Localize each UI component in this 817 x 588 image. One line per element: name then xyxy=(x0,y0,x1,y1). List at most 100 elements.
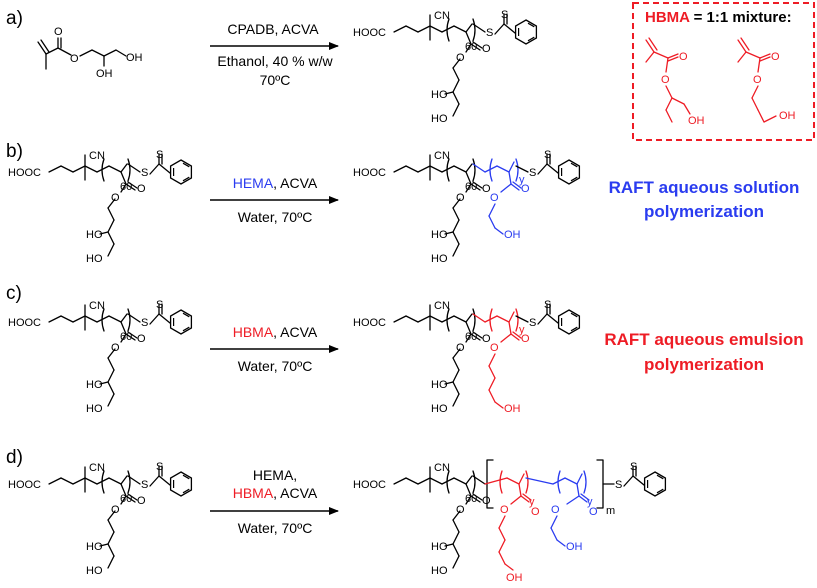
atom-O: O xyxy=(482,183,491,195)
atom-OH: OH xyxy=(126,52,143,64)
atom-O: O xyxy=(111,504,120,516)
subscript-y: y xyxy=(587,496,593,508)
atom-O: O xyxy=(661,74,670,86)
row-label-d: d) xyxy=(6,447,23,468)
atom-HO: HO xyxy=(86,229,103,241)
subscript-m: m xyxy=(606,505,615,517)
subscript-60: 60 xyxy=(120,493,132,505)
subscript-60: 60 xyxy=(465,493,477,505)
atom-O: O xyxy=(589,506,598,518)
atom-HO: HO xyxy=(86,379,103,391)
atom-O: O xyxy=(137,333,146,345)
reagents-c: HBMA, ACVA xyxy=(233,324,318,340)
atom-O: O xyxy=(54,26,63,38)
atom-S: S xyxy=(630,461,637,473)
atom-O: O xyxy=(679,51,688,63)
monomer-hema-d: HEMA, xyxy=(253,467,297,483)
atom-S: S xyxy=(141,317,148,329)
subscript-y: y xyxy=(519,174,525,186)
atom-O: O xyxy=(500,504,509,516)
atom-HOOC: HOOC xyxy=(353,479,386,491)
atom-O: O xyxy=(771,51,780,63)
atom-HO: HO xyxy=(431,113,448,125)
atom-S: S xyxy=(141,167,148,179)
atom-S: S xyxy=(529,167,536,179)
reagents-b: HEMA, ACVA xyxy=(233,175,318,191)
atom-O: O xyxy=(456,192,465,204)
reagents-d: HBMA, ACVA xyxy=(233,485,318,501)
atom-O: O xyxy=(521,333,530,345)
atom-O: O xyxy=(490,192,499,204)
title-emulsion-line2: polymerization xyxy=(644,355,764,374)
atom-HO: HO xyxy=(431,541,448,553)
atom-OH: OH xyxy=(688,115,705,127)
atom-O: O xyxy=(490,342,499,354)
atom-HO: HO xyxy=(431,89,448,101)
reactant-macro-cta-c: HOOC CN 60 O O HO HO S S xyxy=(8,299,191,415)
atom-O: O xyxy=(137,495,146,507)
atom-O: O xyxy=(521,183,530,195)
atom-S: S xyxy=(529,317,536,329)
atom-HOOC: HOOC xyxy=(8,167,41,179)
product-statistical-copolymer: HOOC CN 60 O O HO HO y O O OH xyxy=(353,459,665,584)
atom-CN: CN xyxy=(434,300,450,312)
product-pgmaa-macro-cta: HOOC CN 60 O O HO HO S S xyxy=(353,9,536,125)
atom-OH: OH xyxy=(504,403,521,415)
atom-S: S xyxy=(156,299,163,311)
atom-HO: HO xyxy=(431,565,448,577)
subscript-60: 60 xyxy=(120,181,132,193)
atom-CN: CN xyxy=(434,10,450,22)
atom-HO: HO xyxy=(86,403,103,415)
atom-OH: OH xyxy=(96,68,113,80)
atom-CN: CN xyxy=(434,462,450,474)
atom-O: O xyxy=(551,504,560,516)
subscript-60: 60 xyxy=(465,331,477,343)
atom-S: S xyxy=(501,9,508,21)
atom-CN: CN xyxy=(434,150,450,162)
conditions-c: Water, 70ºC xyxy=(238,358,313,374)
title-emulsion-line1: RAFT aqueous emulsion xyxy=(604,330,803,349)
atom-HO: HO xyxy=(86,565,103,577)
hbma-isomer-1: O O OH xyxy=(645,37,705,127)
atom-O: O xyxy=(456,504,465,516)
temperature-a: 70ºC xyxy=(260,72,291,88)
atom-OH: OH xyxy=(504,229,521,241)
title-solution-line2: polymerization xyxy=(644,202,764,221)
conditions-b: Water, 70ºC xyxy=(238,209,313,225)
hbma-isomer-2: O O OH xyxy=(737,37,796,123)
atom-HOOC: HOOC xyxy=(8,479,41,491)
atom-HO: HO xyxy=(431,379,448,391)
row-label-a: a) xyxy=(6,8,23,29)
atom-S: S xyxy=(615,479,622,491)
atom-HOOC: HOOC xyxy=(8,317,41,329)
subscript-60: 60 xyxy=(120,331,132,343)
atom-O: O xyxy=(753,74,762,86)
atom-S: S xyxy=(156,149,163,161)
hbma-box-title: HBMA = 1:1 mixture: xyxy=(645,9,792,26)
atom-HOOC: HOOC xyxy=(353,317,386,329)
monomer-glycerol-methacrylate: O O OH OH xyxy=(37,26,143,80)
atom-HO: HO xyxy=(431,403,448,415)
conditions-d: Water, 70ºC xyxy=(238,520,313,536)
atom-O: O xyxy=(456,342,465,354)
atom-O: O xyxy=(482,333,491,345)
atom-HOOC: HOOC xyxy=(353,27,386,39)
atom-S: S xyxy=(544,149,551,161)
atom-S: S xyxy=(486,27,493,39)
reagents-a: CPADB, ACVA xyxy=(227,21,319,37)
atom-S: S xyxy=(141,479,148,491)
solvent-a: Ethanol, 40 % w/w xyxy=(217,53,333,69)
row-label-c: c) xyxy=(6,283,22,304)
subscript-60: 60 xyxy=(465,181,477,193)
atom-O: O xyxy=(531,506,540,518)
atom-HO: HO xyxy=(431,229,448,241)
atom-OH: OH xyxy=(506,572,523,583)
reactant-macro-cta-d: HOOC CN 60 O O HO HO S S xyxy=(8,461,191,577)
atom-S: S xyxy=(544,299,551,311)
subscript-y: y xyxy=(529,496,535,508)
atom-O: O xyxy=(456,52,465,64)
atom-OH: OH xyxy=(779,110,796,122)
atom-O: O xyxy=(111,342,120,354)
